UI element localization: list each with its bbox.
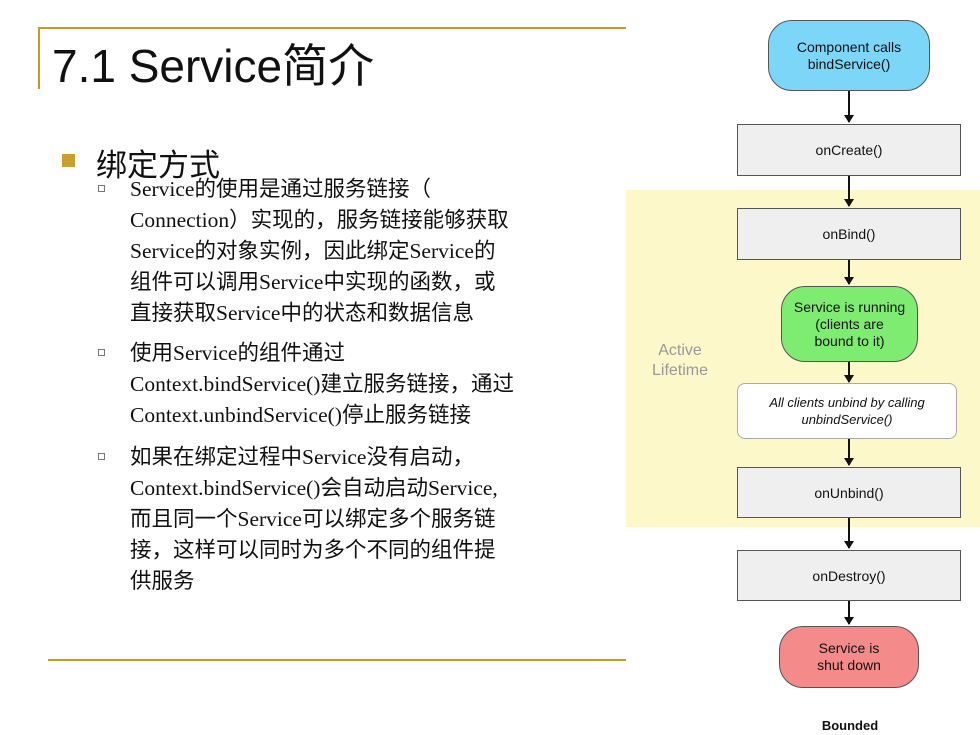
oncreate-node: onCreate() [737,124,961,176]
bullet-text: Service的使用是通过服务链接（ Connection）实现的，服务链接能够… [130,177,509,325]
diagram-caption: Bounded [821,718,879,733]
start-node: Component calls bindService() [768,20,930,91]
shutdown-node: Service is shut down [779,626,919,688]
title-top-rule [38,27,626,29]
slide-title: 7.1 Service简介 [52,40,375,92]
onunbind-node: onUnbind() [737,467,961,518]
hollow-square-bullet-icon [98,453,105,460]
square-bullet-icon [62,154,75,167]
hollow-square-bullet-icon [98,349,105,356]
title-side-rule [38,27,40,89]
arrow-icon [844,439,854,466]
bullet-text: 如果在绑定过程中Service没有启动， Context.bindService… [130,445,498,593]
hollow-square-bullet-icon [98,185,105,192]
bullet-text: 使用Service的组件通过 Context.bindService()建立服务… [130,341,514,427]
arrow-icon [844,518,854,549]
arrow-icon [844,362,854,383]
arrow-icon [844,260,854,285]
arrow-icon [844,601,854,625]
arrow-icon [844,91,854,123]
onbind-node: onBind() [737,208,961,260]
unbind-note: All clients unbind by calling unbindServ… [737,383,957,439]
arrow-icon [844,176,854,207]
ondestroy-node: onDestroy() [737,550,961,601]
active-lifetime-label: Active Lifetime [651,342,709,379]
heading-text: 绑定方式 [96,148,220,183]
bottom-rule [48,659,626,661]
running-node: Service is running (clients are bound to… [781,286,918,362]
